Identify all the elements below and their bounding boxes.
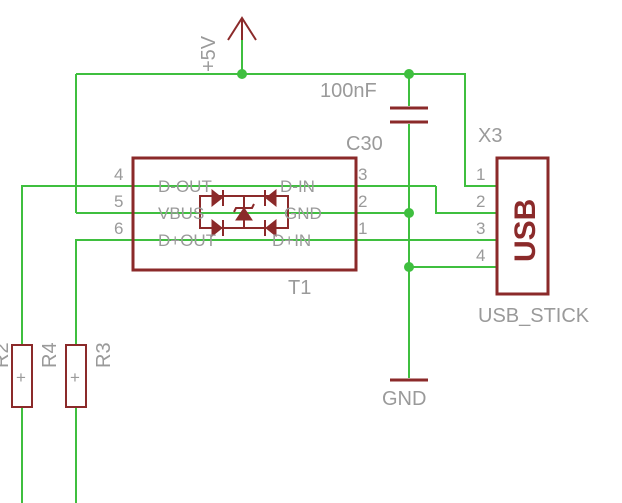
zener-icon — [235, 207, 253, 221]
connector-body — [495, 156, 550, 296]
diode-icon-1 — [211, 188, 223, 208]
resistor-right-label: R3 — [93, 342, 115, 368]
ic-pin-name-2: GND — [284, 204, 322, 223]
connector-pin-1: 1 — [476, 165, 485, 184]
connector-body-label: USB — [509, 199, 542, 262]
diode-icon-2 — [265, 188, 277, 208]
gnd-label: GND — [382, 388, 426, 410]
resistor-right-body — [65, 344, 87, 408]
ic-name-label: T1 — [288, 277, 311, 299]
vcc-symbol[interactable]: +5V — [198, 16, 257, 72]
connector-pin-4: 4 — [476, 246, 485, 265]
vcc-label: +5V — [198, 35, 220, 72]
connector-pin-3: 3 — [476, 219, 485, 238]
ic-pin-num-2: 2 — [358, 192, 367, 211]
connector-value-label: USB_STICK — [478, 305, 590, 327]
ic-pin-name-6: D+OUT — [158, 231, 216, 250]
junction-vcc — [237, 69, 247, 79]
ic-pin-name-4: D-OUT — [158, 177, 212, 196]
ic-pin-num-1: 1 — [358, 219, 367, 238]
diode-icon-4 — [265, 218, 277, 238]
junction-conn-gnd — [404, 262, 414, 272]
ic-t1[interactable]: D-OUT VBUS D+OUT 4 5 6 D-IN GND D+IN 3 2… — [114, 156, 367, 299]
connector-name-label: X3 — [478, 125, 502, 147]
wire-vcc-rail — [76, 73, 497, 187]
diode-array — [199, 188, 289, 238]
capacitor-c30[interactable]: 100nF C30 — [320, 80, 428, 155]
ic-pin-num-6: 6 — [114, 219, 123, 238]
resistor-left-body — [11, 344, 33, 408]
resistor-right[interactable]: + R3 — [65, 342, 115, 408]
diode-icon-3 — [211, 218, 223, 238]
junction-gnd-pin — [404, 208, 414, 218]
cap-value-label: 100nF — [320, 80, 377, 102]
resistor-left[interactable]: + R2 R4 — [0, 342, 61, 408]
wire-d-in-route — [435, 186, 497, 214]
ic-pin-num-3: 3 — [358, 165, 367, 184]
connector-pin-2: 2 — [476, 192, 485, 211]
junction-cap-top — [404, 69, 414, 79]
ic-pin-name-5: VBUS — [158, 204, 204, 223]
gnd-symbol[interactable]: GND — [382, 378, 428, 410]
resistor-left-mark: + — [16, 368, 26, 387]
ic-pin-num-4: 4 — [114, 165, 123, 184]
ic-pin-name-3: D-IN — [280, 177, 315, 196]
ic-pin-num-5: 5 — [114, 192, 123, 211]
resistor-left-label: R2 — [0, 342, 13, 368]
wire-d-plus-out — [75, 239, 133, 345]
cap-name-label: C30 — [346, 133, 383, 155]
resistor-mid-label: R4 — [39, 342, 61, 368]
connector-x3[interactable]: USB X3 USB_STICK 1 2 3 4 — [476, 125, 590, 327]
resistor-right-mark: + — [70, 368, 80, 387]
junctions — [237, 69, 414, 272]
ic-body — [131, 156, 358, 272]
wire-d-out — [21, 185, 133, 345]
ic-pin-name-1: D+IN — [272, 231, 311, 250]
zener-bar — [233, 203, 255, 213]
